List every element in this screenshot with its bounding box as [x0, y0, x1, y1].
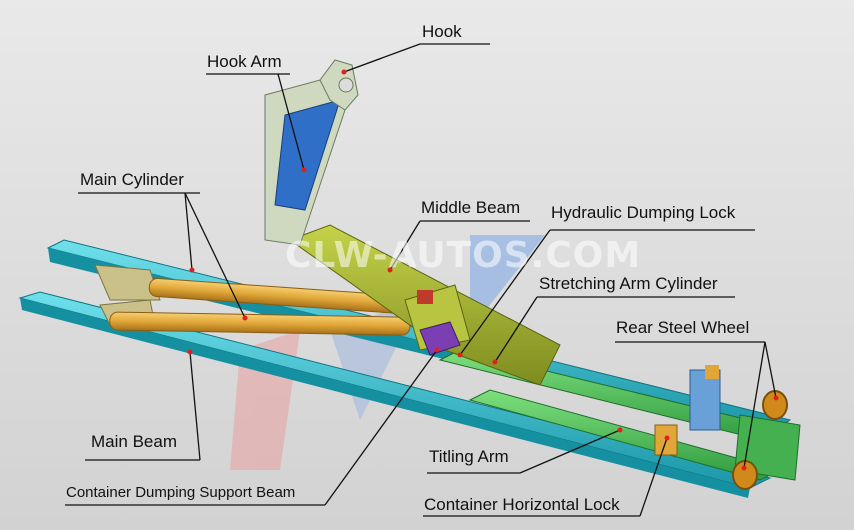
main-cylinders — [109, 278, 420, 336]
label-rear-steel-wheel: Rear Steel Wheel — [616, 318, 750, 337]
hydraulic-lock-block — [419, 321, 461, 356]
label-hook: Hook — [422, 22, 462, 41]
pointer-dots — [187, 69, 779, 471]
leader-lines — [65, 43, 777, 517]
hook-arm-body — [264, 59, 359, 246]
rear-locks — [654, 365, 721, 456]
label-main-cylinder: Main Cylinder — [80, 170, 184, 189]
label-stretching-arm-cylinder: Stretching Arm Cylinder — [539, 274, 718, 293]
label-middle-beam: Middle Beam — [421, 198, 521, 217]
label-hydraulic-dumping-lock: Hydraulic Dumping Lock — [551, 203, 736, 222]
label-titling-arm: Titling Arm — [429, 447, 509, 466]
rear-steel-wheels — [732, 390, 788, 490]
label-hook-arm: Hook Arm — [207, 52, 282, 71]
watermark-text: CLW-AUTOS.COM — [285, 235, 642, 276]
label-container-horizontal-lock: Container Horizontal Lock — [424, 495, 620, 514]
label-main-beam: Main Beam — [91, 432, 177, 451]
label-container-dumping-support-beam: Container Dumping Support Beam — [66, 484, 296, 501]
